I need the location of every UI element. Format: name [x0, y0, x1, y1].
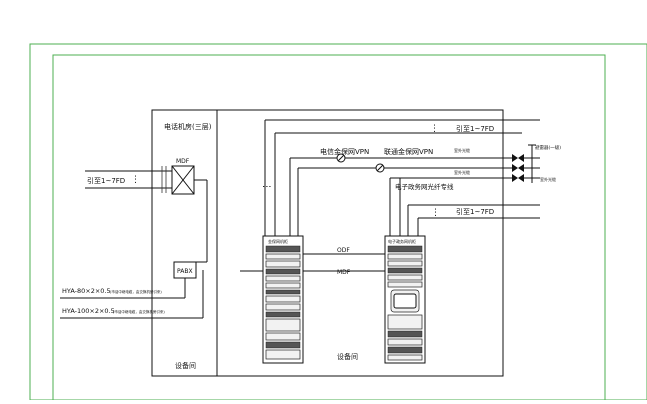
odf-label: ODF [337, 247, 350, 254]
egov-fiber-label: 电子政务网光纤专线 [395, 182, 454, 191]
equipment-room-box [216, 109, 504, 377]
rack-left-title: 金保网机柜 [268, 238, 288, 244]
rack-right: 电子政务网机柜 [384, 235, 426, 364]
cable-1-note: (市话中继电缆，由交换机房引来) [110, 289, 162, 294]
dots-vertical: ⋮ [261, 182, 271, 191]
rack-left: 金保网机柜 [262, 235, 304, 364]
mdf-mid-label: MDF [337, 269, 351, 276]
surge-protectors [512, 154, 524, 182]
equip-left-label: 设备间 [175, 361, 196, 370]
telecom-vpn-label: 电信金保网VPN [320, 147, 369, 156]
surge-protector-label: 避雷器(一级) [535, 144, 561, 151]
cable-1-label: HYA-80×2×0.5 [62, 287, 111, 295]
dots-top: ⋮ [430, 124, 439, 134]
lead-mid-label: 引至1~7FD [456, 207, 494, 216]
pabx-label: PABX [177, 268, 193, 275]
equip-mid-label: 设备间 [337, 352, 358, 361]
rack-right-title: 电子政务网机柜 [388, 238, 416, 244]
unicom-vpn-label: 联通金保网VPN [384, 147, 433, 156]
telecom-room-label: 电话机房(三层) [164, 122, 212, 131]
outdoor-label-3: 室外光缆 [540, 176, 556, 182]
outdoor-label-2: 室外光缆 [454, 169, 470, 175]
outdoor-label-1: 室外光缆 [454, 147, 470, 153]
cable-2-note: (市话中继电缆，由交换机房引来) [113, 309, 165, 314]
lead-left-label: 引至1~7FD [87, 176, 125, 185]
lead-top-label: 引至1~7FD [456, 124, 494, 133]
dots-mid: ⋮ [431, 208, 440, 218]
dots-left: ⋮ [131, 175, 140, 185]
outer-frame [29, 43, 647, 401]
inner-frame [52, 54, 606, 401]
cable-2-label: HYA-100×2×0.5 [62, 307, 115, 315]
mdf-left-label: MDF [176, 158, 190, 165]
